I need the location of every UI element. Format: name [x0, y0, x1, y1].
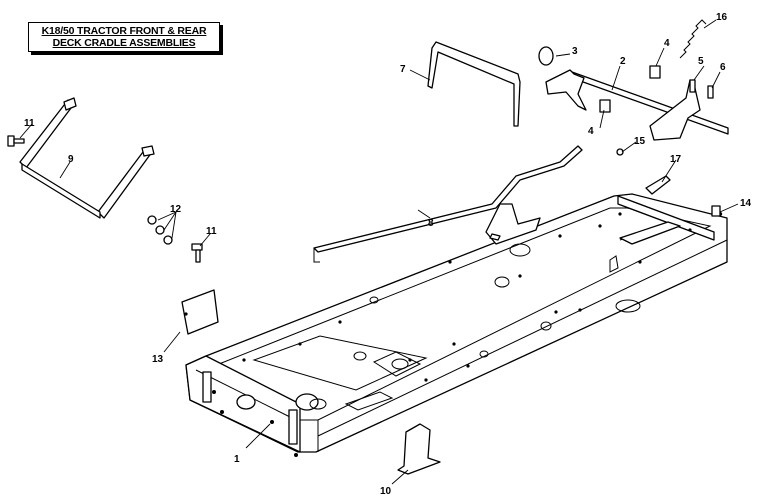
callout-11-lower: 11 [206, 226, 217, 237]
callout-2: 2 [620, 56, 626, 67]
callout-4-lower: 4 [588, 126, 594, 137]
bracket-10 [397, 423, 441, 475]
callout-9: 9 [68, 154, 74, 165]
callout-4-upper: 4 [664, 38, 670, 49]
callout-16: 16 [716, 12, 728, 23]
bushing-4-upper [649, 65, 661, 79]
callout-6: 6 [720, 62, 726, 73]
spring-16 [679, 19, 707, 59]
side-plate-13 [181, 289, 219, 335]
bolt-11-lower [191, 243, 203, 263]
rear-bracket-14 [711, 205, 721, 217]
rear-link-rod-8 [313, 145, 583, 263]
pin-5 [689, 79, 696, 93]
bolt-11-upper [7, 135, 25, 147]
callout-1: 1 [234, 454, 240, 465]
callout-3: 3 [572, 46, 578, 57]
callout-5: 5 [698, 56, 704, 67]
callout-7: 7 [400, 64, 406, 75]
front-arm-7 [427, 41, 521, 127]
cradle-pivot-bracket [485, 203, 541, 245]
callout-17: 17 [670, 154, 682, 165]
rear-cross-arm-2 [545, 69, 729, 141]
diagram-title-line1: K18/50 TRACTOR FRONT & REAR [41, 25, 207, 37]
callout-12: 12 [170, 204, 182, 215]
callout-11-upper: 11 [24, 118, 35, 129]
callout-8: 8 [428, 218, 434, 229]
callout-14: 14 [740, 198, 752, 209]
bolt-6 [707, 85, 714, 99]
pin-15 [616, 148, 624, 156]
front-deck-cradle-9 [19, 97, 155, 219]
washers-12 [147, 215, 173, 245]
diagram-title-box: K18/50 TRACTOR FRONT & REAR DECK CRADLE … [28, 22, 220, 52]
callout-labels: 1 2 3 4 4 5 6 7 8 9 10 11 11 12 13 14 15… [24, 12, 752, 497]
callout-15: 15 [634, 136, 646, 147]
leader-lines [19, 19, 739, 485]
chassis-frame [185, 193, 728, 457]
callout-13: 13 [152, 354, 164, 365]
pivot-spring [489, 233, 501, 241]
clip-17 [645, 175, 671, 195]
callout-10: 10 [380, 486, 392, 497]
diagram-title-line2: DECK CRADLE ASSEMBLIES [52, 37, 196, 49]
bushing-4-lower [599, 99, 611, 113]
knob-3 [538, 46, 554, 66]
